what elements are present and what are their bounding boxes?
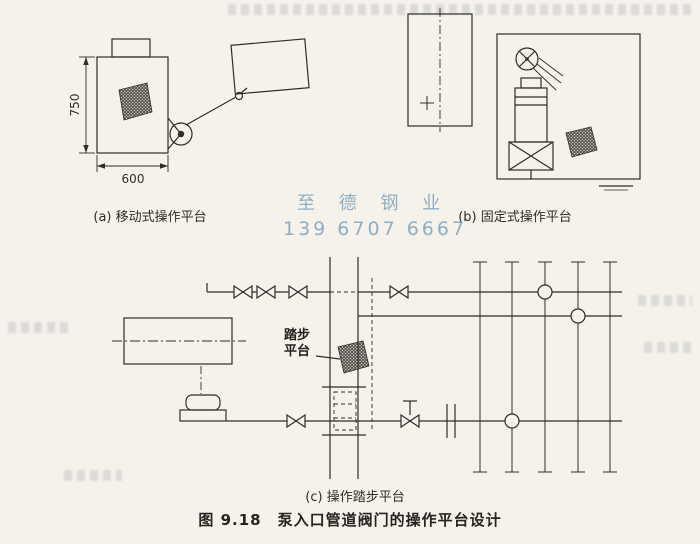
hatch-marker xyxy=(118,82,153,121)
inline-valve-assembly xyxy=(322,386,366,436)
valve-actuator xyxy=(514,77,548,143)
cross-box xyxy=(508,141,554,179)
tank-cap xyxy=(111,38,151,58)
valve-icon xyxy=(400,413,420,429)
bleedthrough-artifact xyxy=(64,470,122,481)
valve-icon xyxy=(256,284,276,300)
dimension-height xyxy=(79,56,95,154)
bleedthrough-artifact xyxy=(8,322,70,333)
valve-icon xyxy=(389,284,409,300)
figure-c-label: (c) 操作踏步平台 xyxy=(305,490,405,505)
platform-outline xyxy=(496,33,641,180)
valve-icon xyxy=(288,284,308,300)
watermark-phone: 139 6707 6667 xyxy=(283,218,468,240)
instrument-circle xyxy=(570,308,586,324)
instrument-circle xyxy=(504,413,520,429)
dimension-width xyxy=(96,155,169,172)
dimension-width-label: 600 xyxy=(121,172,145,186)
bleedthrough-artifact xyxy=(644,342,692,353)
step-platform-hatch xyxy=(337,340,370,374)
figure-c-drawing xyxy=(112,257,622,479)
tank-outline xyxy=(96,56,169,154)
instrument-circle xyxy=(537,284,553,300)
bleedthrough-artifact xyxy=(228,4,693,15)
ground-mark xyxy=(599,185,633,191)
figure-caption: 图 9.18 泵入口管道阀门的操作平台设计 xyxy=(198,511,502,529)
callout-leader xyxy=(315,355,341,360)
linkage-arm xyxy=(185,87,248,126)
valve-icons xyxy=(233,284,420,429)
bleedthrough-artifact xyxy=(638,295,692,306)
instrument-circles xyxy=(504,284,586,429)
bottom-pipe xyxy=(226,400,622,438)
figure-b-drawing xyxy=(407,8,641,191)
cross-mark xyxy=(420,96,434,110)
step-platform-callout-line1: 踏步 xyxy=(284,328,311,343)
handcart-body xyxy=(230,38,310,95)
figure-a-label: (a) 移动式操作平台 xyxy=(93,210,207,225)
handwheel-icon xyxy=(515,47,564,91)
step-platform-callout-line2: 平台 xyxy=(284,344,311,359)
watermark-brand: 至 德 钢 业 xyxy=(297,193,450,214)
dimension-height-label: 750 xyxy=(68,93,82,117)
pump-icon xyxy=(179,394,227,422)
riser-lines xyxy=(473,261,617,473)
valve-icon xyxy=(233,284,253,300)
vessel-outline xyxy=(112,317,246,394)
wheel-icon xyxy=(167,117,193,150)
figure-b-label: (b) 固定式操作平台 xyxy=(458,210,572,225)
figure-a-drawing xyxy=(79,38,310,172)
valve-icon xyxy=(286,413,306,429)
hatch-marker xyxy=(565,126,598,158)
